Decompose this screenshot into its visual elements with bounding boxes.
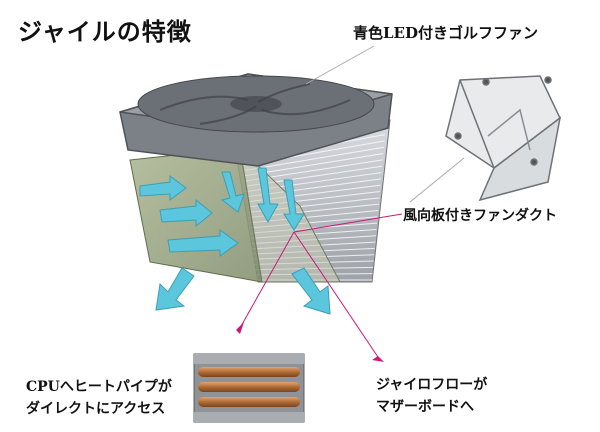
leader-fan <box>305 45 375 85</box>
airflow-arrow-4 <box>220 171 245 213</box>
leader-duct <box>293 213 403 233</box>
leader-arrowhead-down <box>236 322 244 334</box>
heatpipe-2 <box>198 382 300 392</box>
heatpipe-label-line1: CPUへヒートパイプが <box>26 379 172 395</box>
fin-line <box>242 146 384 172</box>
heatpipe-label: CPUへヒートパイプが ダイレクトにアクセス <box>26 376 172 420</box>
gyro-flow-label-line1: ジャイロフローが <box>376 377 488 393</box>
airflow-arrow-6 <box>283 179 305 231</box>
golf-fan <box>119 73 393 167</box>
airflow-arrow-out-right <box>291 267 331 315</box>
gyro-flow-label-line2: マザーボードへ <box>376 399 474 415</box>
leader-arrowhead-gyro <box>372 356 384 362</box>
duct-label: 風向板付きファンダクト <box>403 208 557 224</box>
fan-label: 青色LED付きゴルフファン <box>353 24 538 42</box>
heatpipe-closeup <box>193 353 305 423</box>
airflow-arrow-out-left <box>155 267 195 311</box>
airflow-arrow-2 <box>159 198 213 228</box>
airflow-arrow-3 <box>167 229 239 257</box>
heatpipe-1 <box>198 367 300 377</box>
airflow-arrow-5 <box>257 167 279 224</box>
airflow-arrow-1 <box>139 175 187 201</box>
leader-duct-2 <box>409 157 465 203</box>
page-title: ジャイルの特徴 <box>18 17 192 46</box>
heatpipe-3 <box>198 397 300 407</box>
leader-lines <box>236 45 465 362</box>
heatpipe-label-line2: ダイレクトにアクセス <box>26 401 166 417</box>
leader-gyro <box>293 231 381 361</box>
airflow-arrows <box>139 167 331 315</box>
gyro-flow-label: ジャイロフローが マザーボードへ <box>376 374 487 418</box>
leader-down <box>239 231 295 329</box>
fan-duct <box>445 75 562 202</box>
